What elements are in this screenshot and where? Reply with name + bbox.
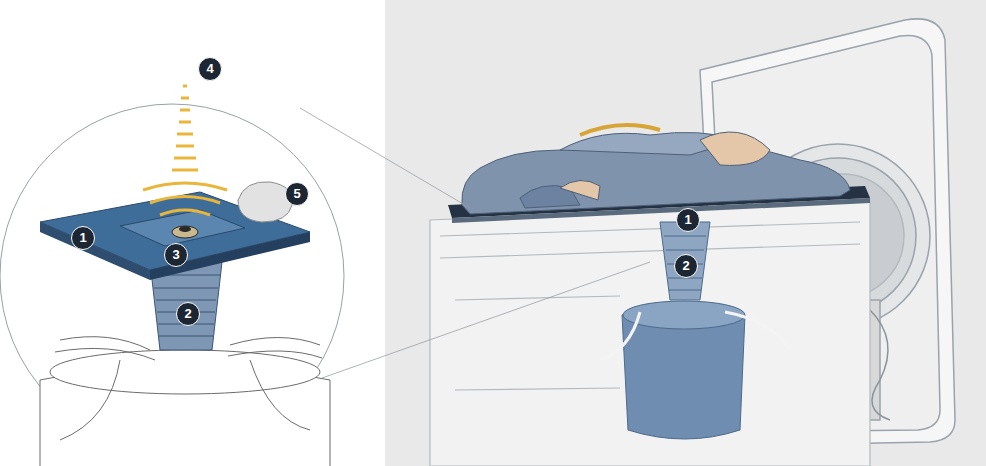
ultrasound-waves: [174, 157, 196, 160]
pedestal: [623, 301, 745, 329]
table-cabinet: [455, 388, 620, 390]
ultrasound-waves: [181, 97, 189, 100]
room-panel: [385, 0, 986, 466]
inset-base: [40, 337, 330, 466]
patient: [560, 180, 600, 200]
gel-pad: [238, 182, 292, 222]
ultrasound-waves: [143, 86, 227, 215]
inset-transducer: [172, 226, 198, 238]
room-panel: [385, 0, 986, 466]
callout-number: 3: [164, 243, 188, 267]
patient: [700, 132, 770, 165]
inset-base: [50, 350, 320, 394]
ultrasound-waves: [180, 109, 190, 112]
ultrasound-waves: [150, 197, 220, 204]
inset-base: [60, 360, 310, 440]
pedestal: [600, 222, 790, 439]
ultrasound-waves: [160, 210, 210, 215]
callout-number: 1: [676, 208, 700, 232]
inset-transducer: [172, 226, 198, 238]
callout-number: 2: [176, 302, 200, 326]
table-cabinet: [455, 296, 620, 300]
callout-number: 2: [674, 254, 698, 278]
pedestal: [660, 222, 710, 300]
gel-pad: [238, 182, 292, 222]
table-cabinet: [440, 244, 860, 258]
table-cabinet: [430, 200, 870, 466]
leader-line: [322, 262, 650, 378]
scanner: [870, 310, 890, 420]
callout-number: 1: [71, 226, 95, 250]
ultrasound-waves: [179, 121, 191, 124]
ultrasound-waves: [176, 145, 194, 148]
patient: [462, 125, 850, 214]
callout-number: 4: [198, 57, 222, 81]
patient: [580, 125, 660, 135]
patient: [462, 145, 850, 214]
table-cabinet: [440, 222, 860, 236]
pedestal: [600, 312, 790, 360]
ultrasound-waves: [172, 169, 198, 172]
inset-plate: [120, 210, 245, 246]
inset-bellows: [152, 275, 220, 336]
leader-line: [300, 108, 470, 208]
callout-number: 5: [285, 182, 309, 206]
inset-transducer: [179, 226, 191, 232]
ultrasound-waves: [183, 85, 187, 88]
ultrasound-waves: [143, 183, 227, 190]
pedestal: [664, 236, 706, 290]
leader-line: [300, 108, 650, 378]
table-cabinet: [430, 200, 870, 466]
ultrasound-waves: [177, 133, 193, 136]
